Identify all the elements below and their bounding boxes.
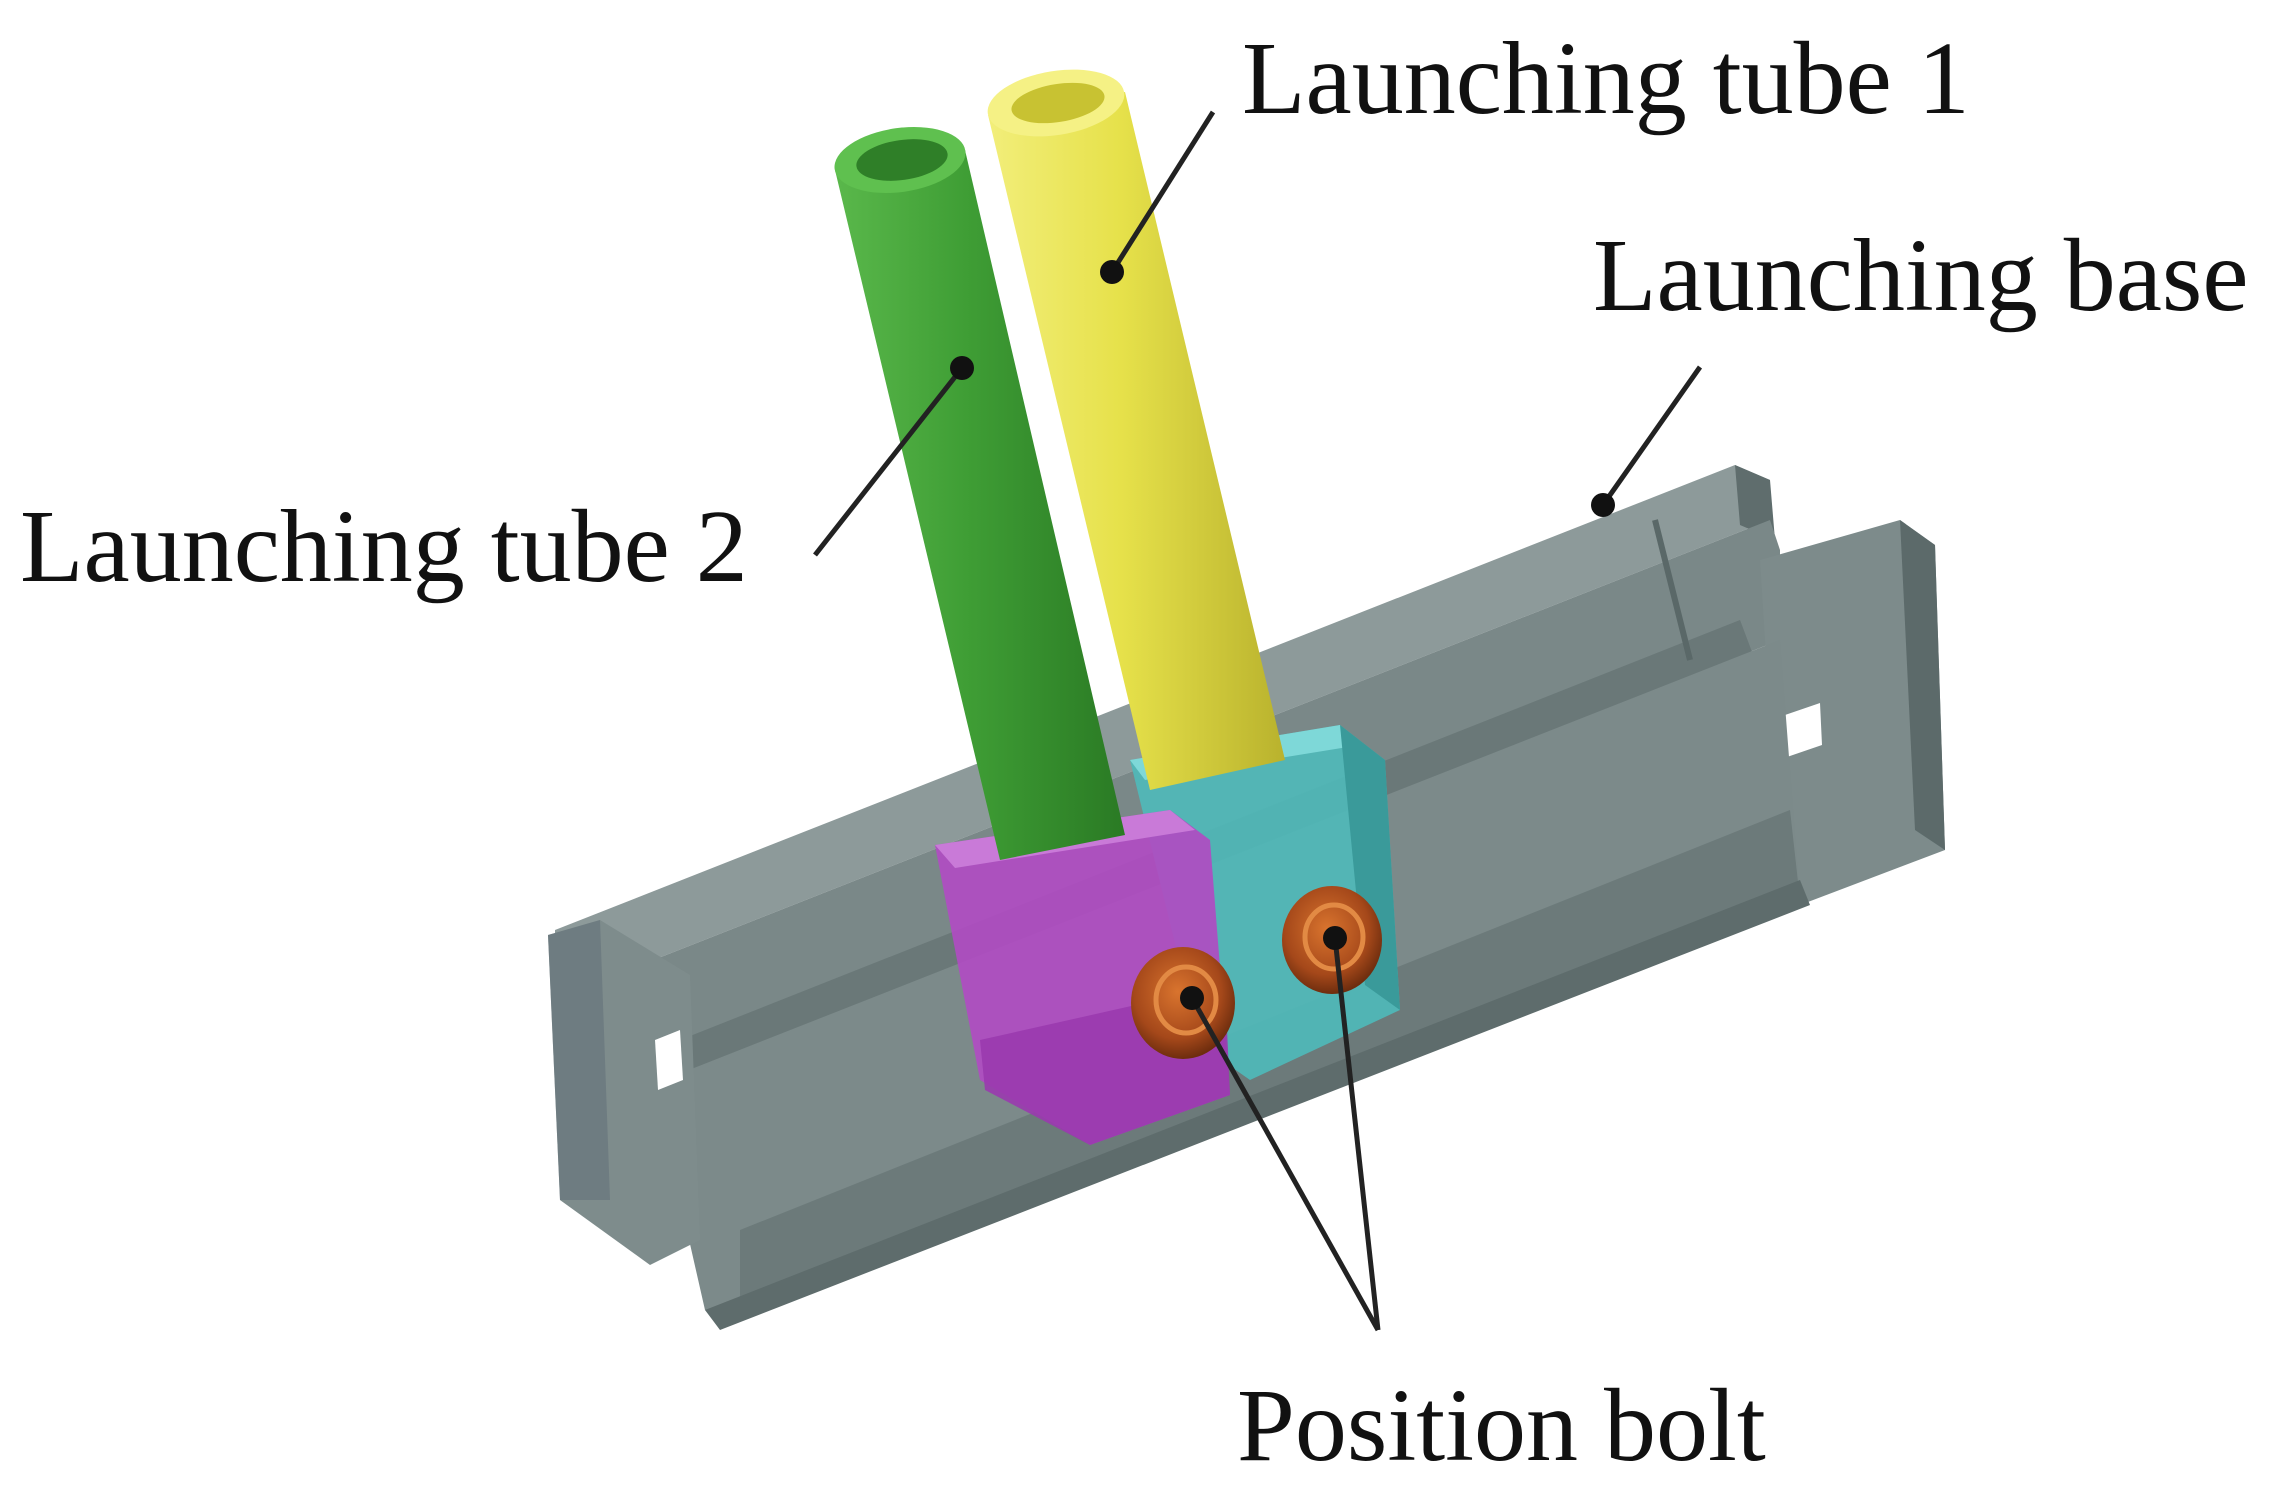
base-right-slot — [1785, 703, 1822, 757]
label-launching-base: Launching base — [1593, 218, 2249, 333]
leader-dots — [950, 260, 1615, 1010]
label-launching-tube-2: Launching tube 2 — [20, 489, 748, 604]
launching-tube-1 — [987, 69, 1285, 790]
base-left-slot — [655, 1030, 683, 1090]
leader-base — [1600, 365, 1703, 507]
leader-lines — [813, 110, 1703, 1332]
label-position-bolt: Position bolt — [1237, 1368, 1766, 1483]
leader-bolt-left — [1189, 996, 1381, 1332]
leader-tube1 — [1109, 110, 1216, 274]
leader-tube2 — [813, 366, 964, 557]
launching-tube-2 — [834, 127, 1125, 860]
leader-bolt-right — [1332, 937, 1381, 1331]
label-launching-tube-1: Launching tube 1 — [1242, 21, 1970, 136]
base-right-end — [1760, 520, 1945, 905]
